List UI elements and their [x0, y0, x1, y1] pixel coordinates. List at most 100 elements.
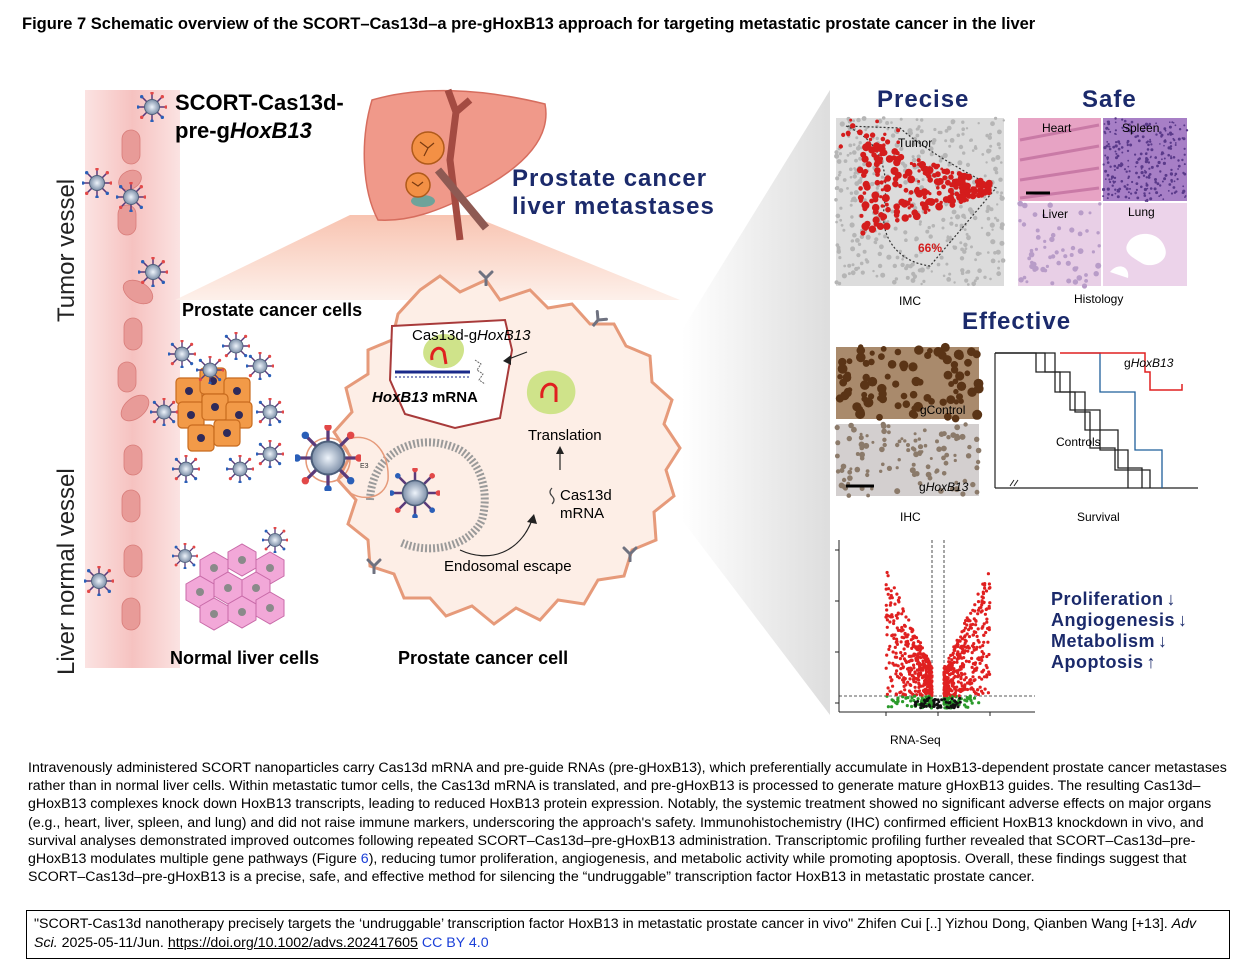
texture-dot [878, 353, 885, 360]
texture-dot [1054, 250, 1059, 255]
texture-dot [859, 451, 865, 458]
texture-dot [881, 149, 888, 156]
texture-dot [896, 140, 900, 144]
texture-dot [1136, 196, 1140, 200]
texture-dot [894, 348, 902, 356]
texture-dot [1154, 180, 1157, 184]
texture-dot [872, 172, 876, 176]
texture-dot [934, 698, 938, 702]
vessel-panel [85, 90, 180, 668]
texture-dot [900, 625, 904, 630]
texture-dot [916, 158, 921, 163]
texture-dot [876, 413, 883, 421]
texture-dot [953, 399, 959, 405]
texture-dot [934, 468, 940, 474]
texture-dot [865, 434, 869, 438]
texture-dot [849, 191, 854, 195]
figure-link[interactable]: 6 [360, 851, 369, 868]
texture-dot [1158, 195, 1161, 198]
texture-dot [1154, 178, 1157, 181]
texture-dot [836, 249, 841, 254]
texture-dot [971, 670, 975, 674]
texture-dot [955, 660, 959, 664]
doi-link[interactable]: https://doi.org/10.1002/advs.202417605 [167, 935, 418, 951]
texture-dot [838, 188, 844, 193]
texture-dot [895, 442, 900, 448]
texture-dot [980, 650, 984, 654]
texture-dot [970, 644, 975, 648]
texture-dot [902, 647, 906, 651]
texture-dot [1131, 180, 1134, 184]
texture-dot [967, 660, 971, 664]
texture-dot [907, 618, 911, 622]
texture-dot [886, 220, 890, 223]
texture-dot [949, 486, 955, 492]
texture-dot [1109, 130, 1112, 133]
texture-dot [943, 370, 953, 380]
texture-dot [981, 590, 985, 594]
texture-dot [912, 212, 921, 221]
texture-dot [834, 280, 839, 285]
texture-dot [911, 157, 917, 163]
texture-dot [908, 362, 918, 372]
texture-dot [965, 453, 972, 459]
texture-dot [853, 171, 857, 175]
texture-dot [952, 378, 959, 385]
texture-dot [1120, 180, 1124, 183]
texture-dot [1153, 187, 1157, 191]
texture-dot [985, 617, 989, 621]
texture-dot [909, 683, 913, 688]
texture-dot [967, 347, 976, 357]
translation-label: Translation [528, 427, 602, 444]
texture-dot [1159, 143, 1161, 145]
texture-dot [834, 153, 840, 159]
texture-dot [956, 680, 961, 684]
license-link[interactable]: CC BY 4.0 [421, 935, 489, 951]
texture-dot [872, 182, 875, 185]
texture-dot [987, 670, 991, 674]
texture-dot [1031, 261, 1037, 268]
texture-dot [1097, 244, 1101, 248]
texture-dot [914, 209, 918, 213]
texture-dot [895, 669, 899, 673]
texture-dot [915, 668, 920, 672]
texture-dot [966, 235, 971, 241]
texture-dot [848, 422, 854, 429]
texture-dot [898, 691, 902, 695]
pointer-arrow [682, 90, 830, 715]
texture-dot [963, 638, 967, 642]
texture-dot [884, 175, 892, 182]
texture-dot [893, 212, 900, 218]
texture-dot [925, 471, 932, 478]
texture-dot [834, 198, 838, 202]
texture-dot [980, 658, 984, 663]
texture-dot [909, 627, 913, 631]
texture-dot [835, 469, 841, 474]
texture-dot [917, 437, 921, 441]
texture-dot [981, 190, 988, 196]
texture-dot [851, 263, 855, 267]
texture-dot [884, 603, 888, 607]
texture-dot [953, 184, 959, 190]
texture-dot [942, 274, 946, 278]
precise-heading: Precise [877, 86, 969, 113]
texture-dot [1147, 143, 1150, 147]
texture-dot [876, 222, 885, 230]
texture-dot [950, 216, 953, 220]
texture-dot [898, 183, 903, 189]
texture-dot [903, 688, 907, 692]
texture-dot [953, 705, 957, 708]
texture-dot [980, 603, 984, 607]
texture-dot [1076, 275, 1083, 281]
texture-dot [920, 695, 924, 700]
texture-dot [1177, 137, 1181, 141]
texture-dot [854, 158, 858, 163]
texture-dot [980, 609, 984, 613]
texture-dot [962, 651, 966, 655]
texture-dot [971, 633, 975, 637]
texture-dot [939, 398, 947, 406]
texture-dot [973, 279, 977, 283]
texture-dot [927, 225, 931, 230]
texture-dot [900, 363, 908, 372]
texture-dot [967, 628, 971, 632]
